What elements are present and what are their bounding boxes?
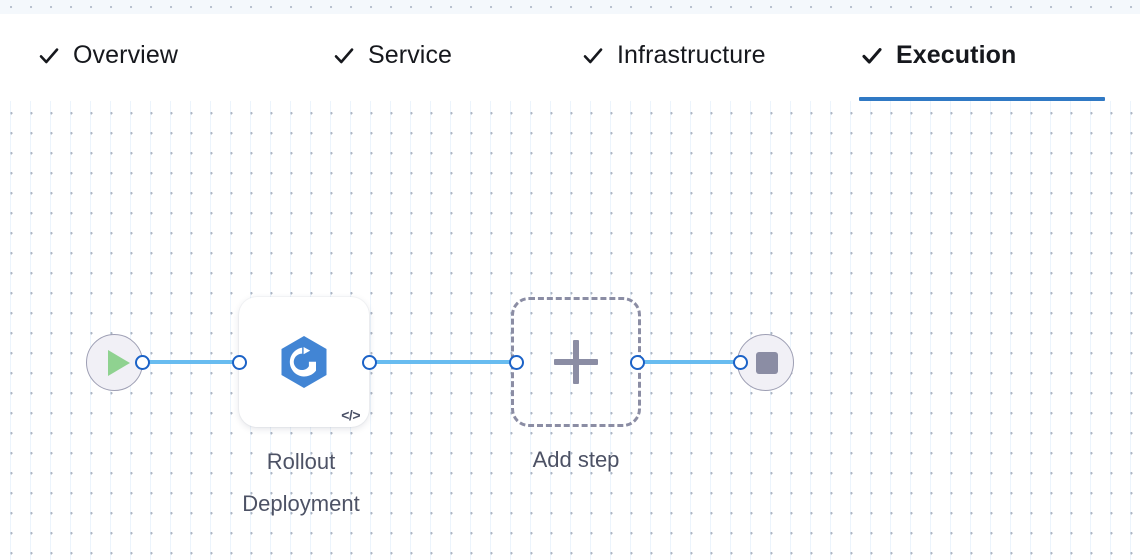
- port-add-step-in[interactable]: [509, 355, 524, 370]
- check-icon: [861, 45, 883, 67]
- rollout-deployment-icon: [276, 334, 332, 390]
- tab-execution-label: Execution: [896, 41, 1017, 69]
- execution-graph-canvas[interactable]: </> Rollout Deployment Add step: [0, 101, 1140, 560]
- check-icon: [333, 45, 355, 67]
- edge-rollout-to-add-step[interactable]: [367, 360, 518, 364]
- stop-icon: [756, 351, 778, 374]
- port-end-in[interactable]: [733, 355, 748, 370]
- tab-infrastructure[interactable]: Infrastructure: [580, 14, 768, 97]
- port-start-out[interactable]: [135, 355, 150, 370]
- tab-overview-label: Overview: [73, 41, 178, 69]
- tab-active-underline: [859, 97, 1105, 101]
- start-node[interactable]: [86, 334, 143, 391]
- tab-service-label: Service: [368, 41, 453, 69]
- tab-execution[interactable]: Execution: [859, 14, 1105, 101]
- port-rollout-in[interactable]: [232, 355, 247, 370]
- pipeline-stage-tabs: Overview Service Infrastructure: [0, 14, 1140, 102]
- play-icon: [107, 349, 130, 376]
- tab-overview[interactable]: Overview: [36, 14, 180, 97]
- edge-start-to-rollout[interactable]: [140, 360, 247, 364]
- add-step-node-label: Add step: [532, 447, 620, 472]
- step-node-rollout-deployment[interactable]: </>: [239, 297, 369, 427]
- plus-icon: [554, 340, 598, 384]
- tab-infrastructure-label: Infrastructure: [617, 41, 766, 69]
- step-node-rollout-deployment-label: Rollout Deployment: [242, 449, 360, 516]
- tab-service[interactable]: Service: [331, 14, 454, 97]
- code-badge-icon: </>: [341, 407, 360, 423]
- edge-add-step-to-end[interactable]: [635, 360, 742, 364]
- top-dotted-strip: [0, 0, 1140, 14]
- check-icon: [38, 45, 60, 67]
- add-step-node[interactable]: [511, 297, 641, 427]
- check-icon: [582, 45, 604, 67]
- port-rollout-out[interactable]: [362, 355, 377, 370]
- port-add-step-out[interactable]: [630, 355, 645, 370]
